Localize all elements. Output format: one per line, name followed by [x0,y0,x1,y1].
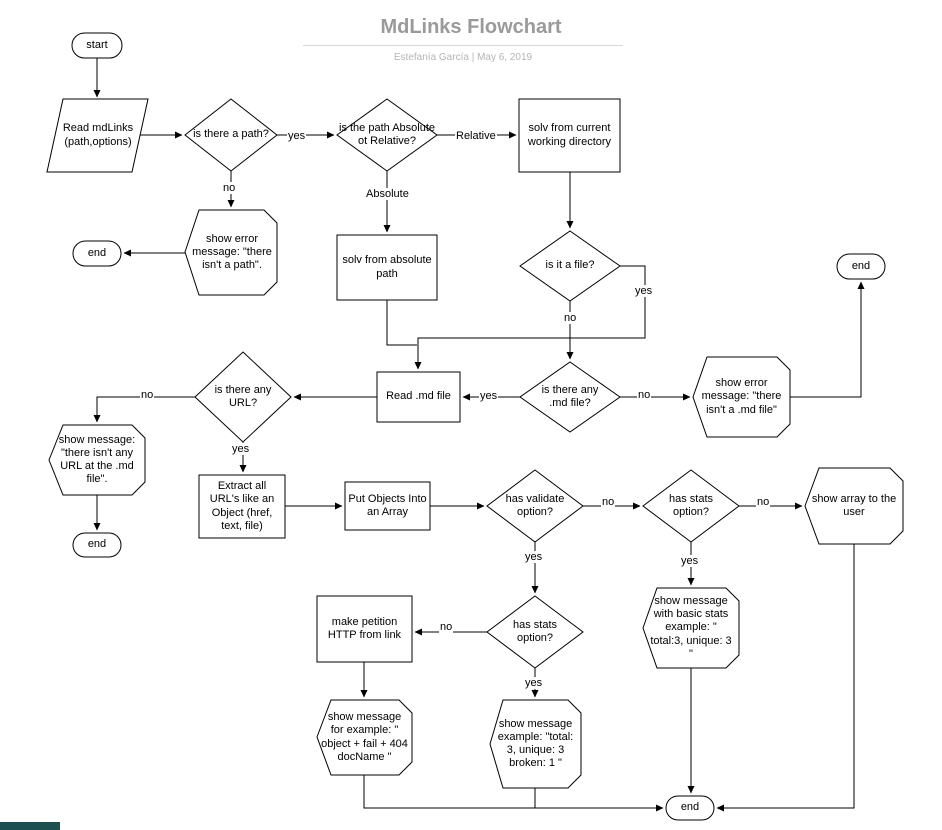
end-4-label: end [680,801,700,814]
edge-label-stats2-yes: yes [524,677,544,690]
has-stats-2-label: has stats option? [512,618,558,644]
read-md-shape [376,371,461,423]
end-3-label: end [87,538,107,551]
abs-or-rel-label: is the path Absolute ot Relative? [339,121,436,147]
title-divider [303,45,623,46]
edge-label-url-yes: yes [231,443,251,456]
edge-label-path-no: no [222,182,237,195]
edge-label-path-yes: yes [287,130,307,143]
edge-showarray-end4 [716,544,855,812]
show-array-shape [804,467,904,545]
edge-label-md-no: no [637,389,652,402]
has-stats-1-label: has stats option? [668,492,714,518]
edge-label-validate-no: no [601,496,616,509]
end-1-shape [72,240,122,267]
solv-absolute-label: solv from absolute path [342,254,432,280]
edge-label-stats1-no: no [756,496,771,509]
read-mdlinks-shape [46,98,149,173]
edge-isfile-readmd-yes [414,265,646,370]
error-no-md-label: show error message: "there isn't a .md f… [701,377,782,416]
basic-stats-label: show message with basic stats example: "… [650,595,732,660]
error-no-path-label: show error message: "there isn't a path"… [192,232,272,272]
is-file-label: is it a file? [545,259,595,272]
msg-no-url-label: show message: "there isn't any URL at th… [58,433,136,486]
end-4-shape [665,795,715,821]
edge-msgobj-end4 [363,775,664,812]
edge-label-stats2-no: no [439,621,454,634]
end-1-label: end [87,246,107,259]
edge-label-absolute: Absolute [365,188,410,201]
show-array-label: show array to the user [811,492,897,518]
edge-label-file-no: no [563,312,578,325]
is-there-path-label: is there a path? [193,128,269,141]
bottom-bar-fragment [0,822,60,830]
msg-object-fail-shape [316,699,413,776]
has-stats-1-shape [642,469,740,543]
make-petition-label: make petition HTTP from link [327,615,402,641]
basic-stats-shape [642,587,740,669]
edge-label-md-yes: yes [479,390,499,403]
abs-or-rel-shape [336,98,438,172]
make-petition-shape [316,595,413,663]
put-objects-shape [344,481,431,531]
solv-current-label: solv from current working directory [527,122,612,148]
extract-shape [198,474,286,539]
put-objects-label: Put Objects Into an Array [348,492,427,518]
page-subtitle: Estefanía García | May 6, 2019 [393,52,533,63]
any-md-label: is there any .md file? [541,383,599,409]
msg-example-label: show message example: "total: 3, unique:… [497,717,574,770]
edge-errormd-end2 [790,281,865,398]
read-md-label: Read .md file [386,390,451,403]
page-title: MdLinks Flowchart [380,16,562,38]
edge-label-stats1-yes: yes [680,555,700,568]
solv-current-shape [518,98,621,173]
msg-example-shape [489,699,582,789]
any-md-shape [519,361,621,433]
has-validate-label: has validate option? [505,492,565,518]
msg-no-url-shape [48,424,146,496]
any-url-label: is there any URL? [214,383,272,409]
any-url-shape [194,351,292,443]
read-mdlinks-label: Read mdLinks (path,options) [62,122,134,148]
is-file-shape [519,230,621,302]
edge-label-validate-yes: yes [524,551,544,564]
edge-solvabs-join [386,300,417,346]
msg-object-fail-label: show message for example: " object + fai… [321,711,408,763]
error-no-md-shape [692,356,791,438]
end-2-label: end [851,259,871,272]
error-no-path-shape [184,209,278,296]
edge-label-file-yes: yes [634,285,654,298]
edge-anyurl-msgnourl [93,396,195,423]
has-stats-2-shape [486,595,584,669]
extract-label: Extract all URL's like an Object (href, … [209,480,275,532]
solv-absolute-shape [336,234,438,301]
end-2-shape [836,253,886,280]
end-3-shape [72,532,122,558]
edge-label-relative: Relative [455,130,497,143]
has-validate-shape [486,469,584,543]
start-node-label: start [86,38,108,51]
start-node-shape [71,32,123,59]
is-there-path-shape [184,98,278,172]
edge-label-url-no: no [140,389,155,402]
